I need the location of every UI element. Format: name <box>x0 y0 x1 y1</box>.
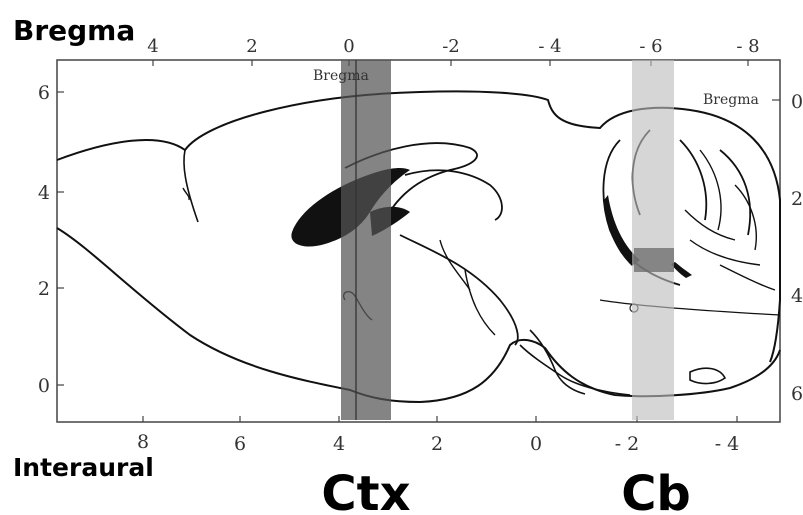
ctx-region-label: Ctx <box>321 466 410 515</box>
cerebellar-fold-dark <box>671 262 692 278</box>
left-tick-marks <box>57 92 64 385</box>
bottom-tick-label: 8 <box>137 431 149 453</box>
bregma-right-label: Bregma <box>703 92 759 108</box>
left-tick-labels: 6 4 2 0 <box>38 82 50 397</box>
bottom-tick-label: 2 <box>431 433 443 455</box>
right-tick-label: 6 <box>791 383 803 405</box>
left-tick-label: 0 <box>38 375 50 397</box>
left-tick-label: 4 <box>38 182 50 204</box>
cb-band <box>632 60 674 420</box>
bottom-tick-label: - 4 <box>715 433 740 455</box>
cb-region-label: Cb <box>621 466 691 515</box>
top-tick-label: -2 <box>442 36 460 57</box>
right-tick-label: 2 <box>791 188 803 210</box>
bottom-tick-labels: 8 6 4 2 0 - 2 - 4 <box>137 431 739 455</box>
bottom-tick-label: - 2 <box>615 433 640 455</box>
cb-band-dark-patch <box>634 248 674 272</box>
right-tick-label: 0 <box>791 91 803 113</box>
right-tick-label: 4 <box>791 285 803 307</box>
top-tick-label: - 8 <box>736 36 759 57</box>
top-tick-label: 2 <box>246 36 257 57</box>
cerebellum <box>603 130 775 290</box>
bottom-tick-label: 4 <box>333 433 345 455</box>
right-tick-labels: 0 2 4 6 <box>791 91 803 405</box>
top-tick-label: 0 <box>343 36 354 57</box>
bregma-title: Bregma <box>13 14 135 47</box>
bregma-line-label: Bregma <box>313 68 369 84</box>
left-tick-label: 2 <box>38 278 50 300</box>
top-tick-label: - 4 <box>538 36 561 57</box>
top-tick-label: - 6 <box>639 36 662 57</box>
top-tick-label: 4 <box>147 36 158 57</box>
bottom-tick-label: 6 <box>234 433 246 455</box>
left-tick-label: 6 <box>38 82 50 104</box>
ctx-band <box>341 60 391 420</box>
top-tick-labels: 4 2 0 -2 - 4 - 6 - 8 <box>147 36 759 57</box>
interaural-title: Interaural <box>13 453 154 482</box>
bottom-tick-label: 0 <box>530 433 542 455</box>
